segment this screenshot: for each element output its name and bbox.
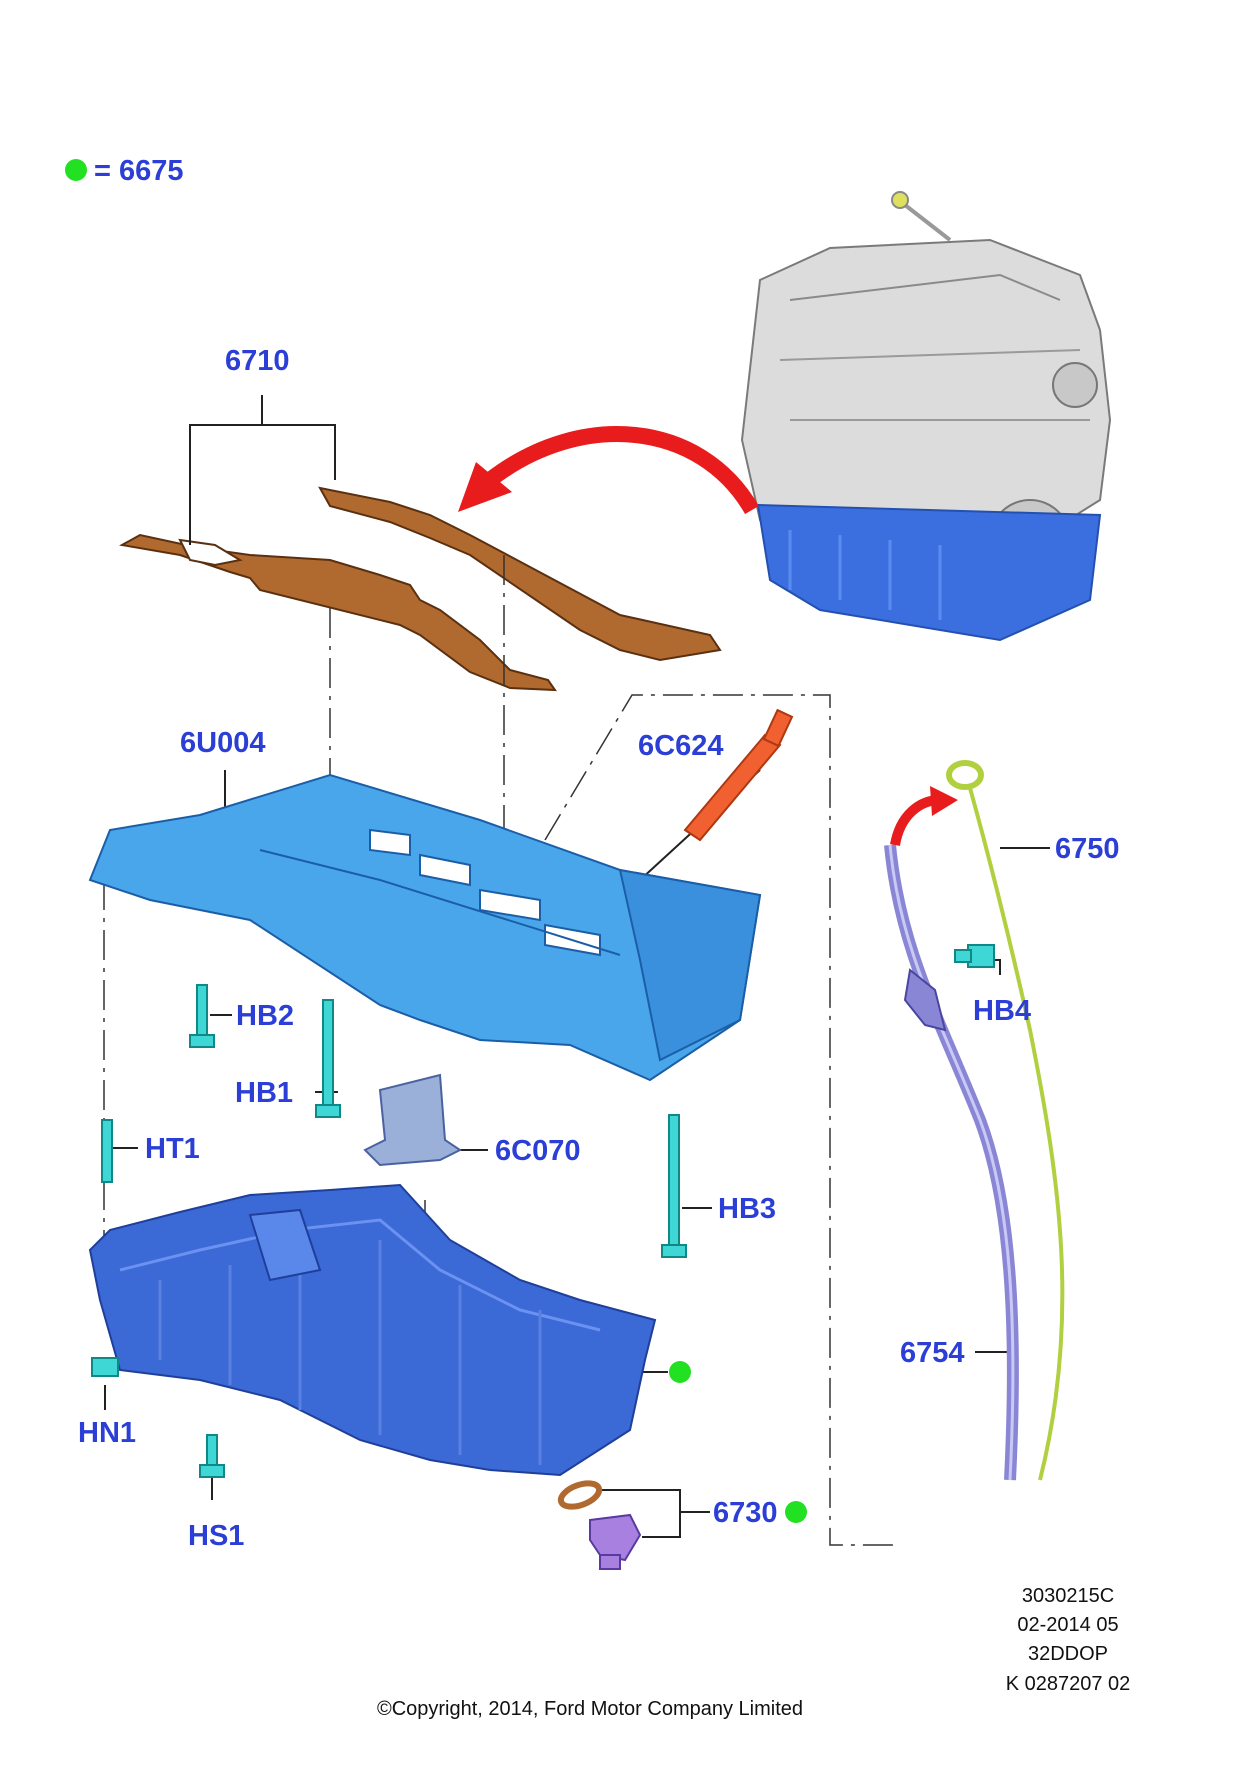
callout-hb4: HB4 [973,995,1031,1027]
callout-hn1: HN1 [78,1417,136,1449]
legend: = 6675 [65,155,184,187]
callout-hb3: HB3 [718,1193,776,1225]
red-arrow-dipstick-icon [890,786,958,847]
callout-6c070: 6C070 [495,1135,580,1167]
reference-line-1: 3030215C [1022,1585,1114,1607]
callout-hb2: HB2 [236,1000,294,1032]
reference-line-3: 32DDOP [1028,1643,1108,1665]
bolt-hb3-icon [661,1114,687,1258]
callout-6750: 6750 [1055,833,1120,865]
red-arrow-engine-icon [458,426,759,515]
engine-assembly-illustration [740,191,1112,642]
legend-text: = 6675 [94,155,184,187]
callout-6710: 6710 [225,345,290,377]
callout-6754: 6754 [900,1337,965,1369]
drain-plug-assembly [557,1480,642,1570]
green-marker-oil-pan-icon [669,1361,691,1383]
dipstick-tube [884,844,1019,1481]
oil-pan-gasket [119,486,722,692]
callout-6730: 6730 [713,1497,778,1529]
callout-hs1: HS1 [188,1520,244,1552]
oil-pick-up-tube [683,708,794,842]
callout-6u004: 6U004 [180,727,265,759]
dipstick [946,760,1065,1481]
upper-oil-pan [88,773,762,1082]
oil-baffle [363,1073,462,1167]
reference-block: 3030215C 02-2014 05 32DDOP K 0287207 02 [1006,1585,1131,1695]
bolt-hb2-icon [189,984,215,1048]
reference-line-4: K 0287207 02 [1006,1673,1131,1695]
green-marker-drain-plug-icon [785,1501,807,1523]
callouts: 6710 6U004 6C624 6750 HB2 HB1 HT1 6C070 … [78,345,1120,1552]
stud-ht1-icon [101,1119,113,1183]
bolt-hb4-icon [954,944,995,968]
legend-marker-icon [65,159,87,181]
reference-line-2: 02-2014 05 [1017,1614,1118,1636]
callout-6c624: 6C624 [638,730,723,762]
callout-hb1: HB1 [235,1077,293,1109]
bolt-hs1-icon [199,1434,225,1478]
callout-ht1: HT1 [145,1133,200,1165]
fasteners [91,944,995,1478]
bolt-hb1-icon [315,999,341,1118]
copyright-notice: ©Copyright, 2014, Ford Motor Company Lim… [377,1698,803,1720]
lower-oil-pan [88,1183,657,1477]
nut-hn1-icon [91,1357,119,1377]
drain-plug-washer [557,1480,603,1510]
